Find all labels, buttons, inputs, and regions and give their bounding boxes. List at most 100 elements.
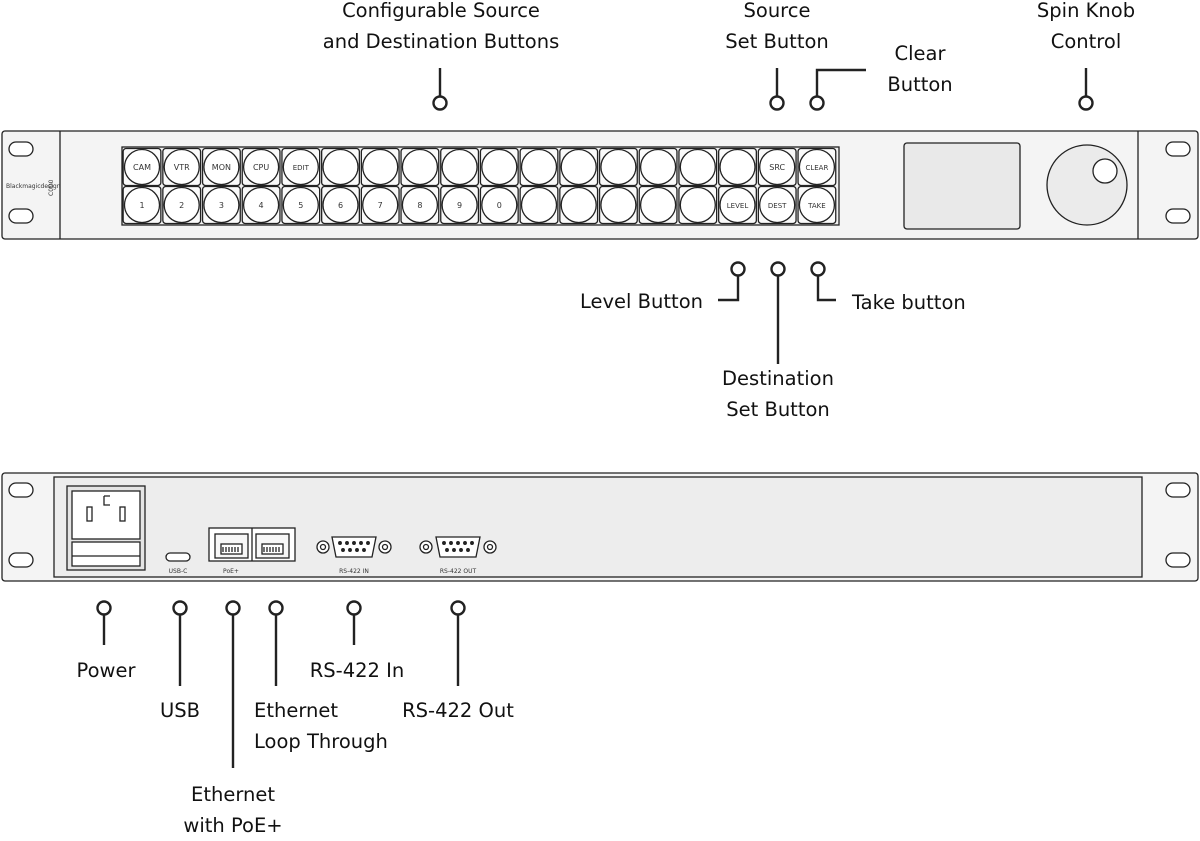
panel-button-5[interactable] [282,186,319,224]
callout-destination-set-button: Destination Set Button [722,363,834,425]
panel-button-cpu[interactable] [242,148,280,186]
panel-button-edit[interactable] [282,148,319,186]
panel-button-8[interactable] [401,186,439,224]
rack-ear-slot-icon [8,552,34,568]
panel-button-blank[interactable] [600,186,637,224]
callout-power: Power [77,655,136,686]
rear-panel [1,472,1199,582]
panel-button-label: 1 [139,201,144,210]
callout-ethernet-poe: Ethernet with PoE+ [183,779,282,841]
panel-button-blank[interactable] [679,186,716,224]
panel-button-4[interactable] [242,186,280,224]
panel-button-blank[interactable] [441,148,478,186]
panel-button-blank[interactable] [401,148,439,186]
panel-button-label: 8 [417,201,422,210]
brand-name: Blackmagicdesign [6,183,61,190]
callout-line: Set Button [725,30,829,53]
panel-button-label: VTR [174,163,190,172]
panel-button-label: LEVEL [727,202,749,210]
callout-line: with PoE+ [183,814,283,837]
callout-line: Level Button [580,290,703,313]
panel-button-blank[interactable] [362,148,399,186]
model-label: C0D0 [48,179,55,196]
usb-c-port[interactable] [165,552,191,562]
panel-button-6[interactable] [322,186,359,224]
panel-button-take[interactable] [798,186,836,224]
callout-line: Spin Knob [1036,0,1136,22]
callout-line: Button [887,73,953,96]
panel-button-label: 6 [338,201,343,210]
rs422-out-port-label: RS-422 OUT [440,568,477,575]
rs422-in-connector[interactable] [316,536,392,558]
rack-ear-slot-icon [8,141,34,157]
callout-line: Take button [852,291,966,314]
rack-ear-slot-icon [1165,141,1191,157]
panel-button-label: 9 [457,201,462,210]
ethernet-ports[interactable] [208,527,296,562]
callout-line: Configurable Source [342,0,540,22]
panel-button-label: 7 [378,201,383,210]
callout-line: Source [743,0,811,22]
panel-button-blank[interactable] [481,148,518,186]
panel-button-blank[interactable] [639,148,677,186]
panel-button-dest[interactable] [759,186,796,224]
panel-button-blank[interactable] [719,148,756,186]
spin-knob[interactable] [1046,144,1128,226]
callout-rs422-in: RS-422 In [310,655,405,686]
panel-button-src[interactable] [759,148,796,186]
callout-ethernet-loop-through: Ethernet Loop Through [254,695,388,757]
spin-knob-finger-dimple-icon [1092,158,1118,184]
callout-usb: USB [160,695,200,726]
callout-line: Ethernet [190,783,275,806]
leader-dots [96,95,1094,616]
callout-configurable-buttons: Configurable Source and Destination Butt… [323,0,559,57]
panel-button-label: CPU [253,163,269,172]
callout-line: Control [1050,30,1122,53]
panel-button-label: CAM [133,163,151,172]
panel-button-blank[interactable] [560,148,597,186]
callout-line: USB [159,699,201,722]
power-iec-socket[interactable] [66,485,146,571]
panel-button-label: 5 [298,201,303,210]
panel-button-7[interactable] [362,186,399,224]
panel-button-blank[interactable] [639,186,677,224]
rack-ear-slot-icon [1165,552,1191,568]
panel-button-blank[interactable] [520,186,558,224]
panel-button-3[interactable] [203,186,240,224]
callout-line: RS-422 Out [402,699,514,722]
lcd-display [903,142,1021,230]
rack-ear-slot-icon [1165,208,1191,224]
panel-button-blank[interactable] [520,148,558,186]
callout-line: Set Button [726,398,830,421]
panel-button-label: EDIT [293,164,310,172]
callout-level-button: Level Button [580,286,703,317]
panel-button-9[interactable] [441,186,478,224]
panel-button-blank[interactable] [322,148,359,186]
panel-button-mon[interactable] [203,148,240,186]
callout-line: RS-422 In [309,659,405,682]
callout-line: Power [76,659,136,682]
rack-ear-slot-icon [1165,482,1191,498]
panel-button-blank[interactable] [600,148,637,186]
panel-button-label: DEST [768,202,787,210]
panel-button-blank[interactable] [560,186,597,224]
usb-port-label: USB-C [169,568,188,575]
panel-button-label: TAKE [807,202,826,210]
callout-line: Ethernet [254,699,338,722]
rs422-out-connector[interactable] [419,536,497,558]
panel-button-label: CLEAR [805,164,828,172]
rack-ear-slot-icon [8,208,34,224]
panel-button-blank[interactable] [679,148,716,186]
callout-line: and Destination Buttons [322,30,560,53]
panel-button-cam[interactable] [123,148,161,186]
panel-button-label: 4 [259,201,264,210]
panel-button-clear[interactable] [798,148,836,186]
panel-button-2[interactable] [163,186,200,224]
panel-button-1[interactable] [123,186,161,224]
panel-button-0[interactable] [481,186,518,224]
callout-take-button: Take button [852,287,966,318]
panel-button-vtr[interactable] [163,148,200,186]
leader-lines [102,68,1088,768]
panel-button-level[interactable] [719,186,756,224]
